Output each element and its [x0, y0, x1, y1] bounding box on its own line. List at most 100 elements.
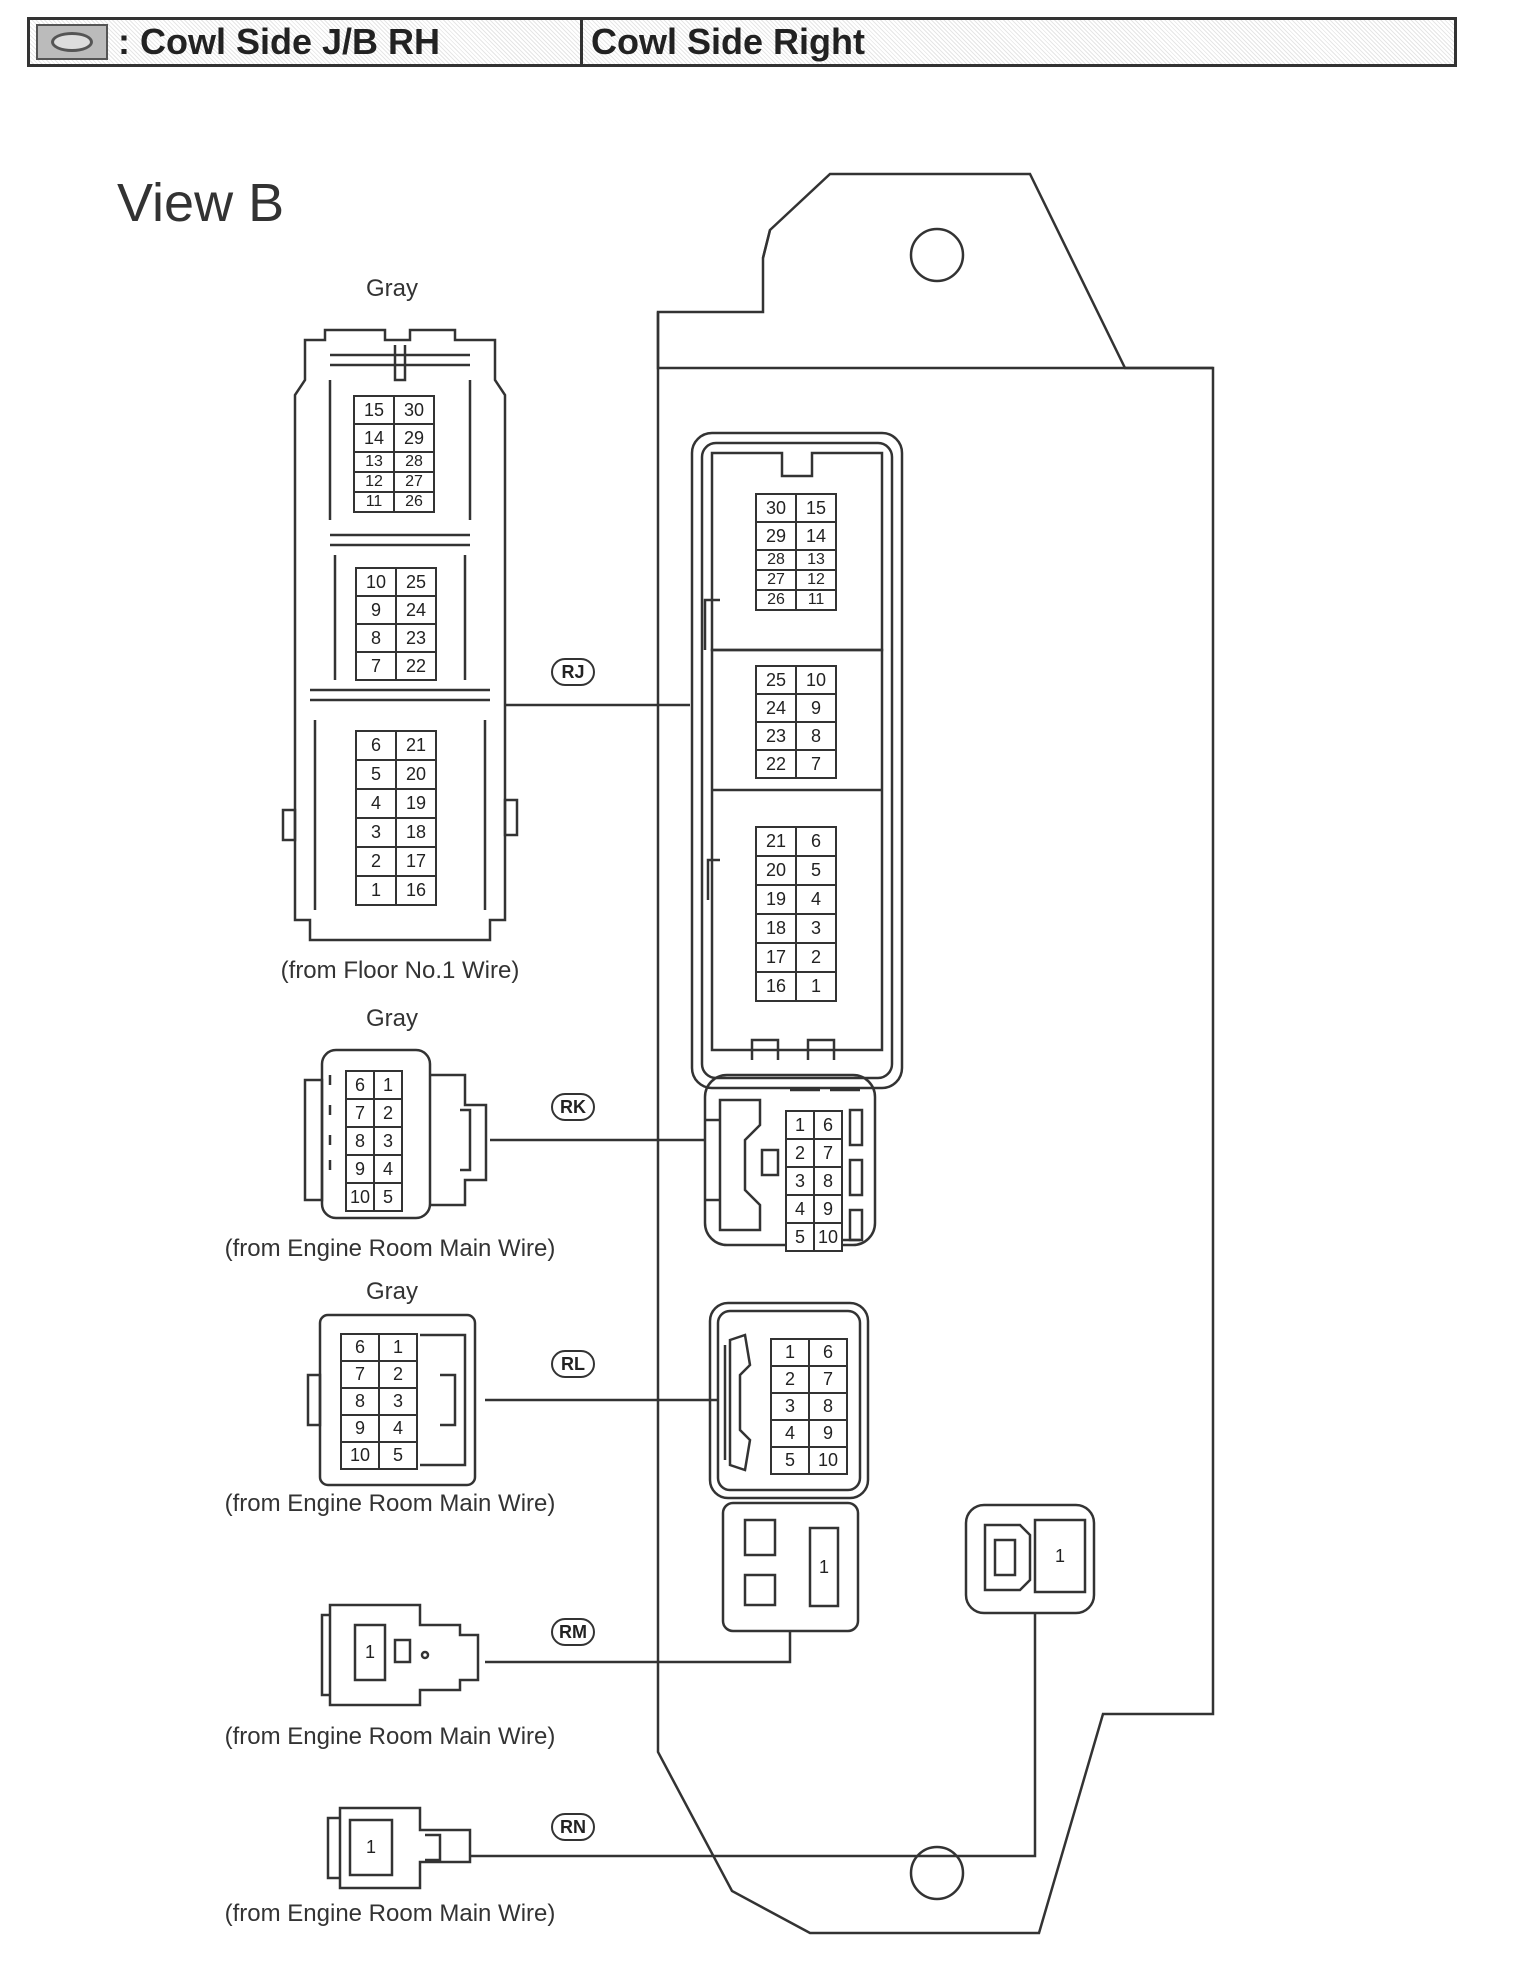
- pin-cell: 1: [770, 1338, 810, 1367]
- pin-cell: 7: [808, 1365, 848, 1394]
- pin-cell: 3: [785, 1166, 815, 1196]
- pin-cell: 6: [808, 1338, 848, 1367]
- rl-from-label: (from Engine Room Main Wire): [224, 1490, 556, 1517]
- rj-from-label: (from Floor No.1 Wire): [280, 957, 520, 984]
- rj-left-housing: [293, 328, 507, 942]
- pin-cell: 3: [373, 1126, 403, 1156]
- pin-cell: 2: [770, 1365, 810, 1394]
- pin-cell: 28: [755, 549, 797, 571]
- pin-cell: 16: [395, 875, 437, 906]
- pin-cell: 3: [378, 1387, 418, 1416]
- rm-jb-housing: [721, 1501, 860, 1633]
- pin-cell: 4: [785, 1194, 815, 1224]
- pin-cell: 6: [345, 1070, 375, 1100]
- pin-cell: 24: [755, 693, 797, 723]
- callout-rm: RM: [551, 1618, 595, 1646]
- pin-cell: 9: [795, 693, 837, 723]
- mounting-hole-bottom: [909, 1845, 965, 1901]
- pin-cell: 8: [345, 1126, 375, 1156]
- pin-cell: 7: [813, 1138, 843, 1168]
- pin-cell: 30: [755, 493, 797, 523]
- pin-cell: 6: [355, 730, 397, 761]
- pin-cell: 18: [755, 913, 797, 944]
- pin-cell: 18: [395, 817, 437, 848]
- pin-cell: 5: [795, 855, 837, 886]
- pin-cell: 8: [813, 1166, 843, 1196]
- view-title: View B: [117, 173, 285, 233]
- pin-cell: 5: [378, 1441, 418, 1470]
- pin-cell: 1: [355, 875, 397, 906]
- pin-cell: 10: [345, 1182, 375, 1212]
- pin-cell: 29: [755, 521, 797, 551]
- rl-color-label: Gray: [365, 1278, 419, 1305]
- pin-cell: 21: [755, 826, 797, 857]
- pin-cell: 27: [755, 569, 797, 591]
- rn-pin-1: 1: [365, 1837, 376, 1857]
- rn-left-housing: [338, 1806, 472, 1890]
- pin-cell: 25: [395, 567, 437, 597]
- header-jb-name: : Cowl Side J/B RH: [118, 21, 441, 62]
- pin-cell: 14: [353, 423, 395, 453]
- header-location: Cowl Side Right: [591, 21, 865, 62]
- pin-cell: 9: [345, 1154, 375, 1184]
- rk-color-label: Gray: [365, 1005, 419, 1032]
- pin-cell: 9: [355, 595, 397, 625]
- pin-cell: 7: [795, 749, 837, 779]
- pin-cell: 23: [395, 623, 437, 653]
- pin-cell: 26: [393, 491, 435, 513]
- pin-cell: 17: [755, 942, 797, 973]
- header-bar: : Cowl Side J/B RH Cowl Side Right: [27, 17, 1457, 67]
- pin-cell: 15: [353, 395, 395, 425]
- pin-cell: 4: [378, 1414, 418, 1443]
- pin-cell: 7: [355, 651, 397, 681]
- pin-cell: 9: [808, 1419, 848, 1448]
- callout-rk: RK: [551, 1093, 595, 1121]
- callout-rj: RJ: [551, 658, 595, 686]
- pin-cell: 4: [355, 788, 397, 819]
- pin-cell: 12: [795, 569, 837, 591]
- rm-left-housing: [328, 1603, 480, 1707]
- pin-cell: 13: [795, 549, 837, 571]
- pin-cell: 5: [373, 1182, 403, 1212]
- rm-jb-pin-1: 1: [818, 1556, 829, 1577]
- pin-cell: 27: [393, 471, 435, 493]
- pin-cell: 14: [795, 521, 837, 551]
- pin-cell: 5: [355, 759, 397, 790]
- pin-cell: 2: [355, 846, 397, 877]
- pin-cell: 12: [353, 471, 395, 493]
- pin-cell: 7: [340, 1360, 380, 1389]
- pin-cell: 1: [378, 1333, 418, 1362]
- pin-cell: 10: [813, 1222, 843, 1252]
- junction-block-outline: [656, 172, 1215, 1935]
- pin-cell: 2: [795, 942, 837, 973]
- pin-cell: 3: [355, 817, 397, 848]
- pin-cell: 8: [355, 623, 397, 653]
- pin-cell: 5: [770, 1446, 810, 1475]
- rm-from-label: (from Engine Room Main Wire): [224, 1723, 556, 1750]
- rj-right-housing: [690, 431, 904, 1090]
- pin-cell: 30: [393, 395, 435, 425]
- rm-pin-1: 1: [364, 1642, 375, 1662]
- leader-rm: [485, 1632, 792, 1664]
- pin-cell: 20: [395, 759, 437, 790]
- pin-cell: 17: [395, 846, 437, 877]
- pin-cell: 25: [755, 665, 797, 695]
- pin-cell: 13: [353, 451, 395, 473]
- pin-cell: 10: [355, 567, 397, 597]
- pin-cell: 8: [795, 721, 837, 751]
- pin-cell: 7: [345, 1098, 375, 1128]
- pin-cell: 29: [393, 423, 435, 453]
- pin-cell: 2: [785, 1138, 815, 1168]
- pin-cell: 5: [785, 1222, 815, 1252]
- pin-cell: 2: [378, 1360, 418, 1389]
- pin-cell: 4: [770, 1419, 810, 1448]
- pin-cell: 20: [755, 855, 797, 886]
- pin-cell: 19: [755, 884, 797, 915]
- pin-cell: 6: [813, 1110, 843, 1140]
- callout-rn: RN: [551, 1813, 595, 1841]
- pin-cell: 23: [755, 721, 797, 751]
- pin-cell: 19: [395, 788, 437, 819]
- pin-cell: 8: [340, 1387, 380, 1416]
- cowl-jb-icon: [36, 24, 108, 60]
